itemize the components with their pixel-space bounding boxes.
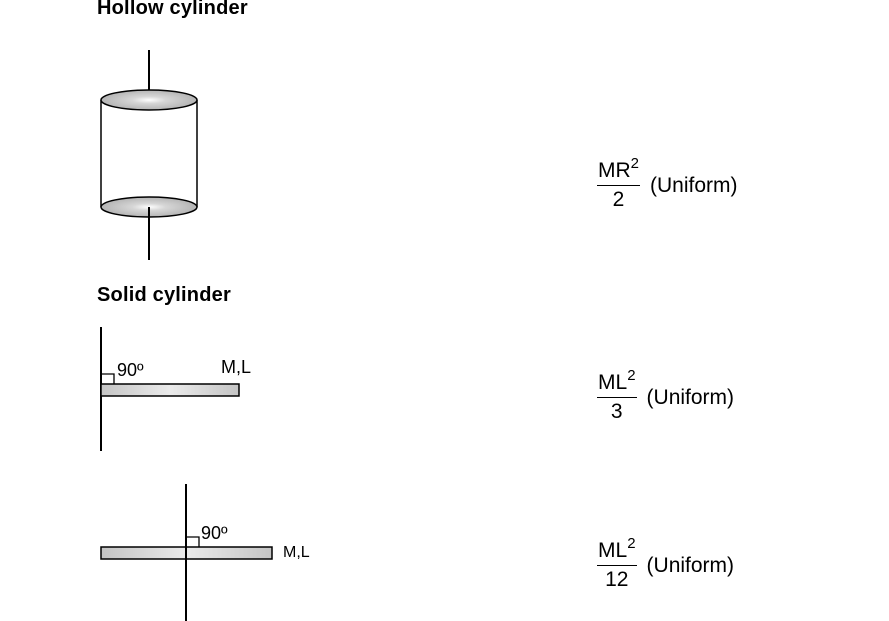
fraction: ML2 12: [597, 536, 637, 593]
uniform-label: (Uniform): [646, 554, 735, 577]
angle-label: 90º: [201, 523, 228, 543]
formula-rod-end: ML2 3 (Uniform): [597, 368, 735, 425]
right-angle-marker: [186, 536, 200, 547]
uniform-label: (Uniform): [650, 174, 738, 197]
angle-label: 90º: [117, 360, 144, 380]
exponent: 2: [630, 155, 640, 172]
formula-hollow-cylinder: MR2 2 (Uniform): [597, 156, 738, 213]
mass-length-label: M,L: [221, 357, 251, 377]
mass-length-label: M,L: [283, 544, 310, 561]
hollow-cylinder-heading: Hollow cylinder: [97, 0, 248, 19]
rod-end-bar: [100, 383, 240, 397]
formula-rod-center: ML2 12 (Uniform): [597, 536, 735, 593]
solid-cylinder-heading: Solid cylinder: [97, 284, 231, 306]
exponent: 2: [627, 535, 636, 552]
numerator: ML2: [597, 368, 637, 398]
numerator-base: ML: [598, 539, 628, 562]
denominator: 3: [610, 400, 623, 423]
numerator: MR2: [597, 156, 641, 186]
right-angle-marker: [101, 373, 115, 384]
uniform-label: (Uniform): [646, 386, 735, 409]
cylinder-top-face: [100, 89, 198, 111]
numerator-base: ML: [598, 371, 628, 394]
denominator: 2: [612, 188, 625, 211]
exponent: 2: [627, 367, 636, 384]
denominator: 12: [605, 568, 629, 591]
fraction: ML2 3: [597, 368, 637, 425]
numerator: ML2: [597, 536, 637, 566]
rod-center-figure: 90º M,L: [100, 484, 310, 621]
cylinder-figure: [100, 50, 198, 260]
rod-end-figure: 90º M,L: [100, 327, 251, 451]
numerator-base: MR: [598, 159, 631, 182]
fraction: MR2 2: [597, 156, 641, 213]
